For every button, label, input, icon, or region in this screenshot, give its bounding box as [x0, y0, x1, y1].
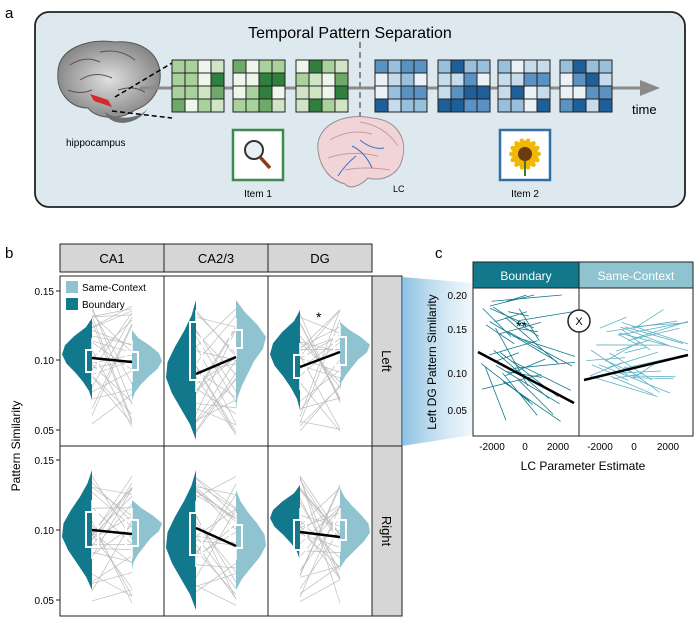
col-label-ca23: CA2/3 — [198, 251, 234, 266]
hippocampus-label: hippocampus — [66, 138, 125, 149]
facet-label-same-context: Same-Context — [598, 269, 675, 283]
panel-b-letter: b — [5, 245, 13, 262]
panel-c-letter: c — [435, 245, 443, 262]
item2-label: Item 2 — [511, 189, 539, 200]
pattern-grid — [233, 60, 285, 112]
violin-facets — [62, 300, 370, 610]
violin-facet — [166, 470, 266, 610]
c-xtick-left-neg: -2000 — [479, 442, 505, 453]
pattern-grid — [560, 60, 612, 112]
panel-c-ylabel: Left DG Pattern Similarity — [425, 294, 439, 429]
pattern-grid — [296, 60, 348, 112]
legend-swatch-boundary — [66, 298, 78, 310]
col-label-dg: DG — [310, 251, 330, 266]
panel-b-legend: Same-Context Boundary — [66, 281, 146, 311]
c-ytick-005: 0.05 — [448, 406, 468, 417]
c-xtick-right-zero: 0 — [631, 442, 637, 453]
violin-facet — [270, 310, 370, 432]
legend-label-boundary: Boundary — [82, 300, 125, 311]
ytick-top-005: 0.05 — [35, 426, 55, 437]
pattern-grid — [498, 60, 550, 112]
ytick-top-010: 0.10 — [35, 356, 55, 367]
pattern-grid — [438, 60, 490, 112]
significance-star-dg: * — [316, 309, 322, 325]
row-label-left: Left — [379, 350, 394, 372]
item1-label: Item 1 — [244, 189, 272, 200]
c-xtick-right-neg: -2000 — [587, 442, 613, 453]
legend-swatch-same-context — [66, 281, 78, 293]
ytick-top-015: 0.15 — [35, 287, 55, 298]
panel-b-ylabel: Pattern Similarity — [9, 401, 23, 492]
ytick-bottom-010: 0.10 — [35, 526, 55, 537]
significance-double-star: ** — [516, 318, 527, 334]
lc-label: LC — [393, 184, 405, 194]
y-axis-top: 0.15 0.10 0.05 — [35, 287, 60, 437]
interaction-symbol: X — [575, 316, 583, 328]
c-ytick-020: 0.20 — [448, 291, 468, 302]
pattern-grid — [172, 60, 224, 112]
panel-c-x-axis: -2000 0 2000 -2000 0 2000 — [479, 442, 679, 453]
violin-facet — [62, 470, 162, 603]
panel-a-letter: a — [5, 5, 14, 22]
col-label-ca1: CA1 — [99, 251, 124, 266]
ytick-bottom-015: 0.15 — [35, 456, 55, 467]
same-context-lines — [586, 309, 688, 396]
c-xtick-left-zero: 0 — [522, 442, 528, 453]
panel-c-xlabel: LC Parameter Estimate — [521, 459, 646, 473]
panel-a-title: Temporal Pattern Separation — [248, 25, 452, 42]
violin-facet — [166, 300, 266, 440]
violin-facet — [270, 476, 370, 603]
time-label: time — [632, 102, 657, 117]
y-axis-bottom: 0.15 0.10 0.05 — [35, 456, 60, 607]
violin-facet — [62, 306, 162, 427]
row-label-right: Right — [379, 516, 394, 547]
pattern-grids — [172, 60, 612, 112]
c-xtick-right-pos: 2000 — [657, 442, 680, 453]
pattern-grid — [375, 60, 427, 112]
ytick-bottom-005: 0.05 — [35, 596, 55, 607]
c-xtick-left-pos: 2000 — [547, 442, 570, 453]
c-ytick-015: 0.15 — [448, 325, 468, 336]
c-ytick-010: 0.10 — [448, 369, 468, 380]
legend-label-same-context: Same-Context — [82, 283, 146, 294]
facet-label-boundary: Boundary — [500, 269, 551, 283]
boundary-lines — [481, 295, 575, 421]
